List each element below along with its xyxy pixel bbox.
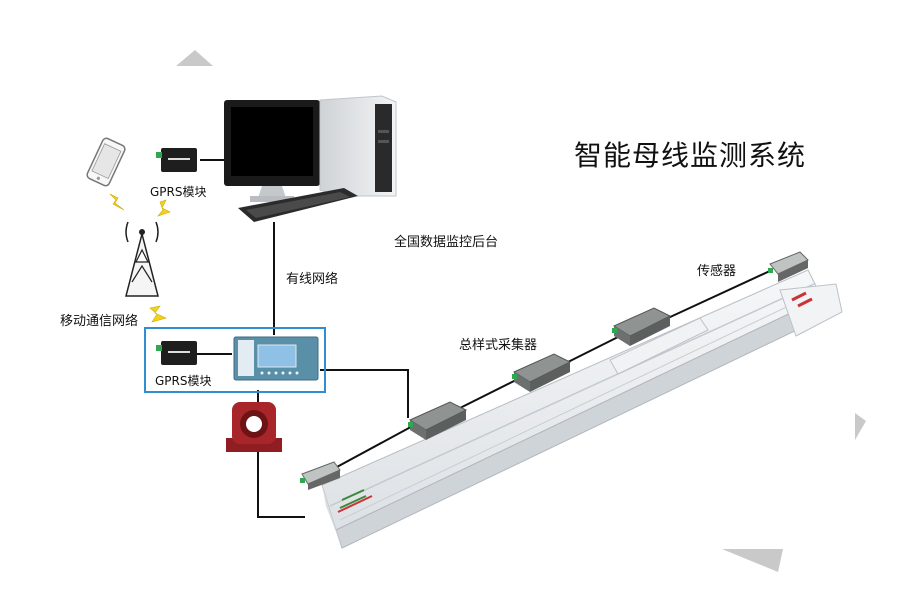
monitor-icon: [224, 100, 320, 202]
sensor-right-icon: [768, 251, 809, 282]
wired-network-label: 有线网络: [286, 272, 339, 287]
mobile-network-label: 移动通信网络: [60, 314, 139, 329]
busbar-icon: [321, 269, 843, 549]
controller-unit-icon: [233, 336, 319, 381]
sensor-label: 传感器: [697, 264, 737, 279]
signal-tower-icon: [125, 221, 159, 297]
sampler-3-icon: [612, 307, 672, 346]
corner-decoration: [855, 413, 866, 440]
mobile-phone-icon: [86, 137, 126, 187]
lightning-icon: [109, 193, 171, 323]
gprs-top-label: GPRS模块: [150, 185, 207, 199]
backend-label: 全国数据监控后台: [394, 235, 499, 250]
corner-decoration: [176, 50, 213, 66]
gprs-module-bottom-icon: [156, 341, 197, 365]
system-title: 智能母线监测系统: [574, 139, 807, 172]
corner-decoration: [722, 549, 783, 572]
collector-label: 总样式采集器: [459, 338, 538, 353]
sensor-left-icon: [300, 461, 341, 490]
gprs-bottom-label: GPRS模块: [155, 374, 212, 388]
sampler-2-icon: [512, 353, 572, 392]
computer-tower-icon: [319, 95, 397, 197]
sampler-1-icon: [408, 401, 468, 440]
gprs-module-top-icon: [156, 148, 197, 172]
keyboard-icon: [238, 188, 358, 222]
collector-station-box: [144, 327, 326, 393]
current-transformer-icon: [226, 402, 282, 452]
